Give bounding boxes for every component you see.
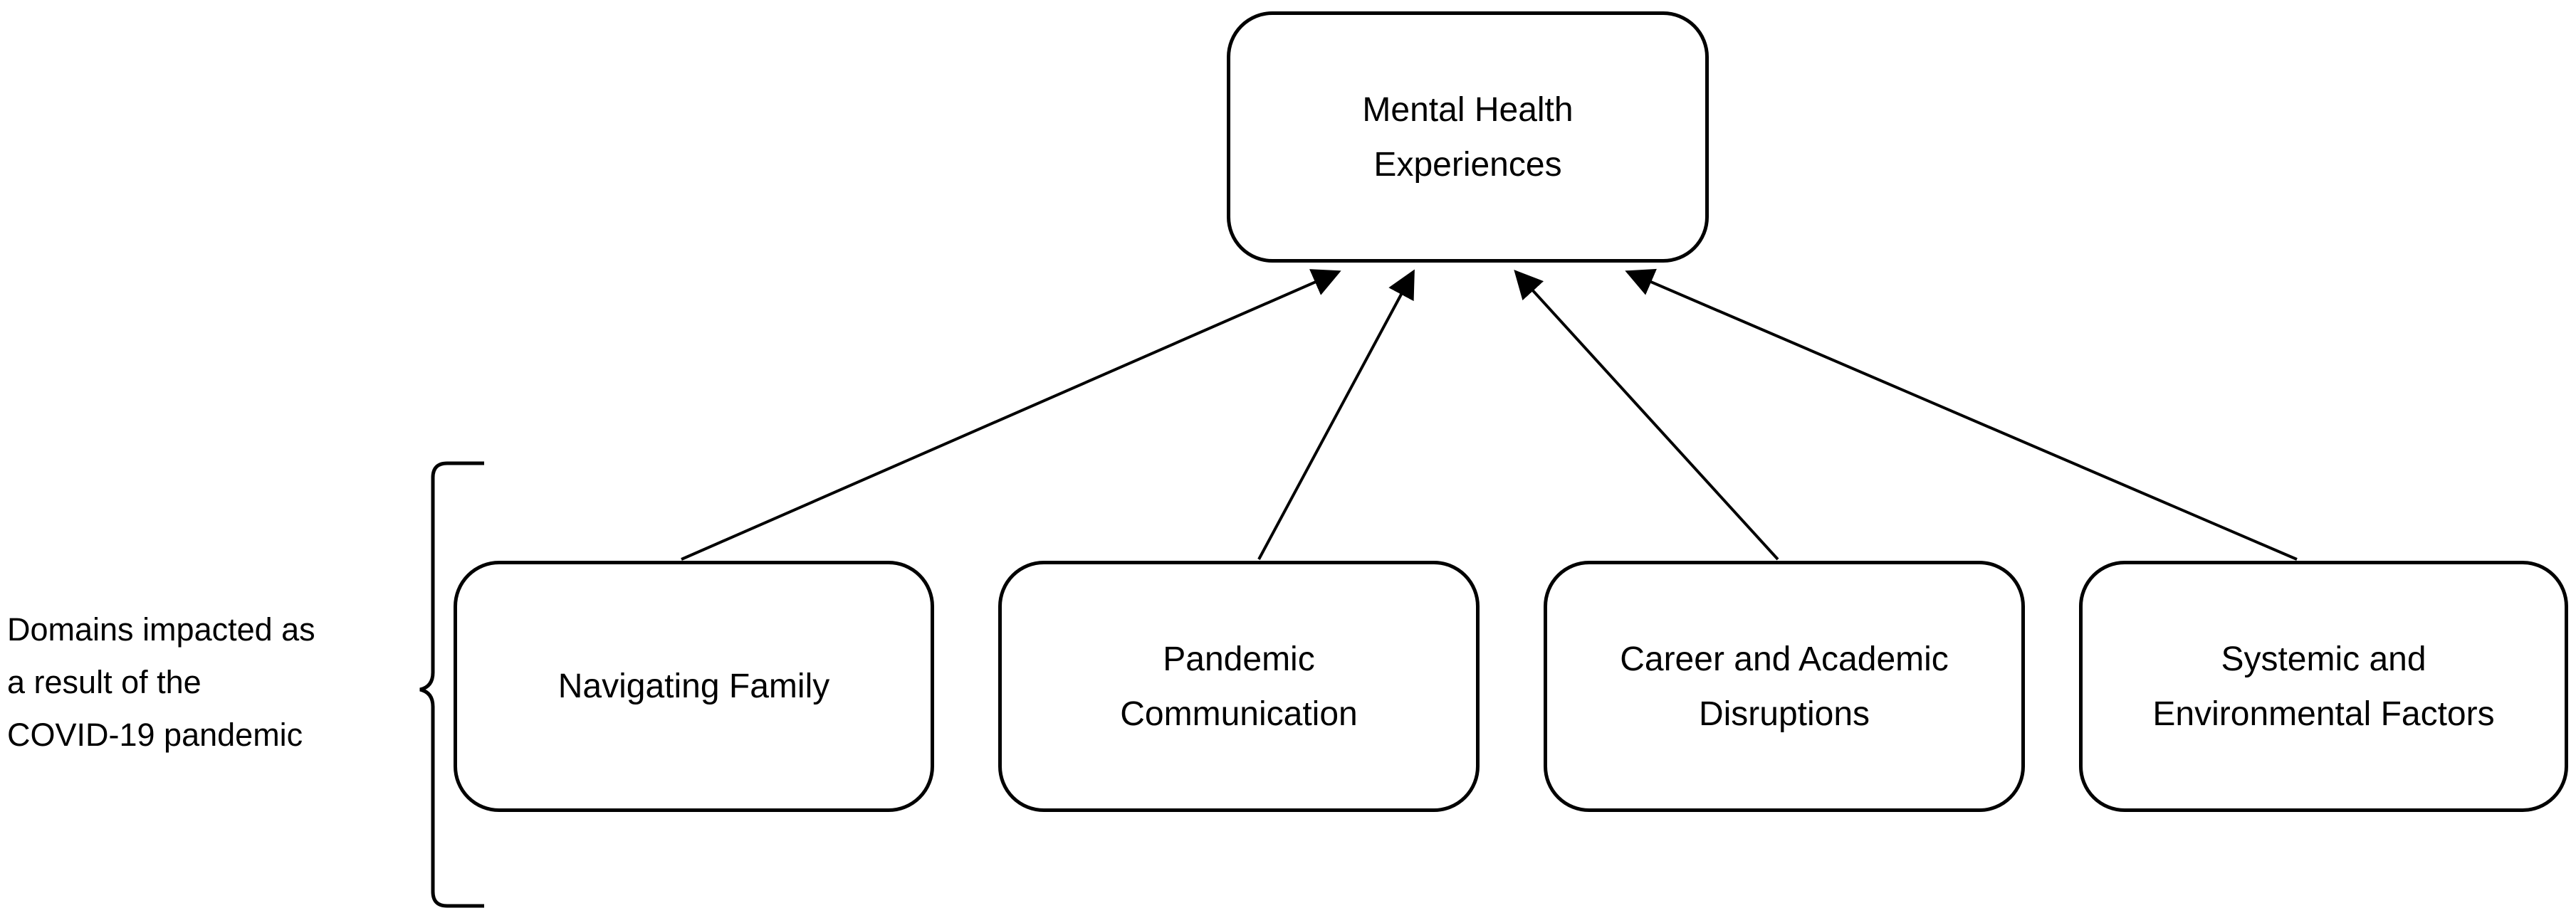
career-academic-disruptions-node: Career and Academic Disruptions: [1544, 561, 2025, 812]
arrow-career-academic: [1514, 270, 1779, 561]
side-note-line: a result of the: [7, 664, 201, 700]
node-label-line: Disruptions: [1698, 695, 1870, 733]
side-note-line: COVID-19 pandemic: [7, 717, 303, 753]
pandemic-communication-node: Pandemic Communication: [998, 561, 1480, 812]
node-label-line: Pandemic: [1163, 640, 1315, 678]
arrow-pandemic-communication: [1257, 269, 1415, 560]
node-label-line: Navigating Family: [557, 668, 830, 705]
node-label-line: Systemic and: [2221, 640, 2426, 678]
side-note-line: Domains impacted as: [7, 611, 315, 648]
node-label: Career and Academic Disruptions: [1606, 632, 1963, 742]
navigating-family-node: Navigating Family: [454, 561, 934, 812]
arrow-navigating-family: [681, 269, 1341, 561]
node-label-line: Communication: [1120, 695, 1358, 733]
arrow-systemic-environmental: [1625, 268, 2298, 561]
bracket: [419, 461, 484, 908]
node-label-line: Experiences: [1373, 145, 1562, 184]
node-label: Mental Health Experiences: [1348, 83, 1587, 192]
node-label: Systemic and Environmental Factors: [2138, 632, 2508, 742]
systemic-environmental-factors-node: Systemic and Environmental Factors: [2079, 561, 2568, 812]
node-label-line: Career and Academic: [1620, 640, 1949, 678]
mental-health-experiences-node: Mental Health Experiences: [1227, 11, 1709, 263]
node-label-line: Environmental Factors: [2152, 695, 2495, 733]
side-note: Domains impacted as a result of the COVI…: [7, 603, 406, 761]
node-label-line: Mental Health: [1362, 90, 1574, 129]
node-label: Pandemic Communication: [1106, 632, 1371, 742]
node-label: Navigating Family: [544, 659, 844, 714]
